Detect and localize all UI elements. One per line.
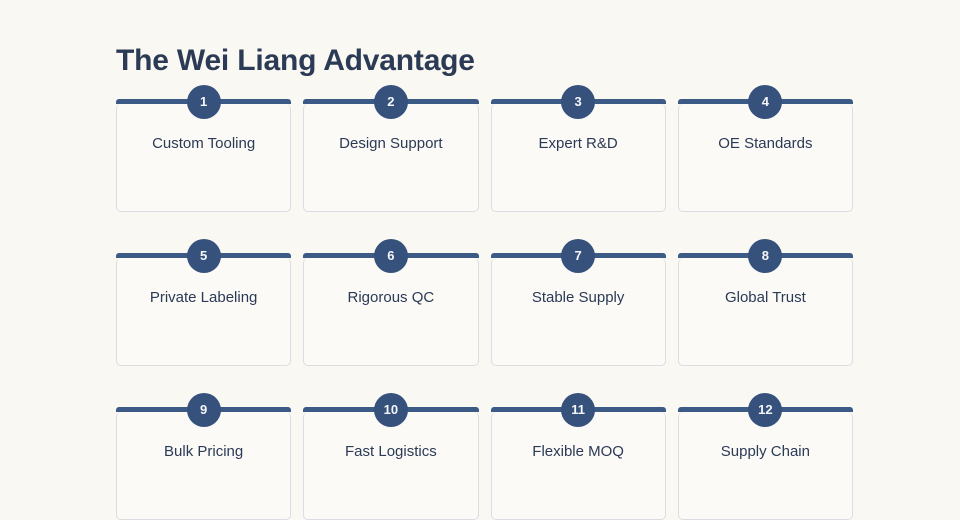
card-label: Design Support [339, 135, 443, 152]
card-label: Stable Supply [531, 289, 625, 306]
card-label: Supply Chain [720, 443, 810, 460]
card-number-badge: 5 [186, 238, 221, 273]
card-number-badge: 8 [748, 238, 783, 273]
card-number-badge: 7 [561, 238, 596, 273]
card-label: Global Trust [724, 289, 806, 306]
card-label: Rigorous QC [347, 289, 435, 306]
card-label: Fast Logistics [345, 443, 437, 460]
card-label: Custom Tooling [152, 135, 256, 152]
card-label: Bulk Pricing [164, 443, 244, 460]
card-number-badge: 1 [186, 84, 221, 119]
page-title: The Wei Liang Advantage [116, 44, 475, 78]
card-label: Flexible MOQ [532, 443, 624, 460]
card-number-badge: 12 [748, 392, 783, 427]
advantage-card[interactable]: 4 OE Standards [677, 84, 853, 212]
card-label: OE Standards [718, 135, 813, 152]
card-number-badge: 9 [186, 392, 221, 427]
card-number-badge: 4 [748, 84, 783, 119]
card-number-badge: 6 [373, 238, 408, 273]
card-label: Private Labeling [149, 289, 258, 306]
card-number-badge: 10 [373, 392, 408, 427]
card-number-badge: 2 [373, 84, 408, 119]
card-number-badge: 3 [561, 84, 596, 119]
card-number-badge: 11 [561, 392, 596, 427]
card-label: Expert R&D [538, 135, 618, 152]
